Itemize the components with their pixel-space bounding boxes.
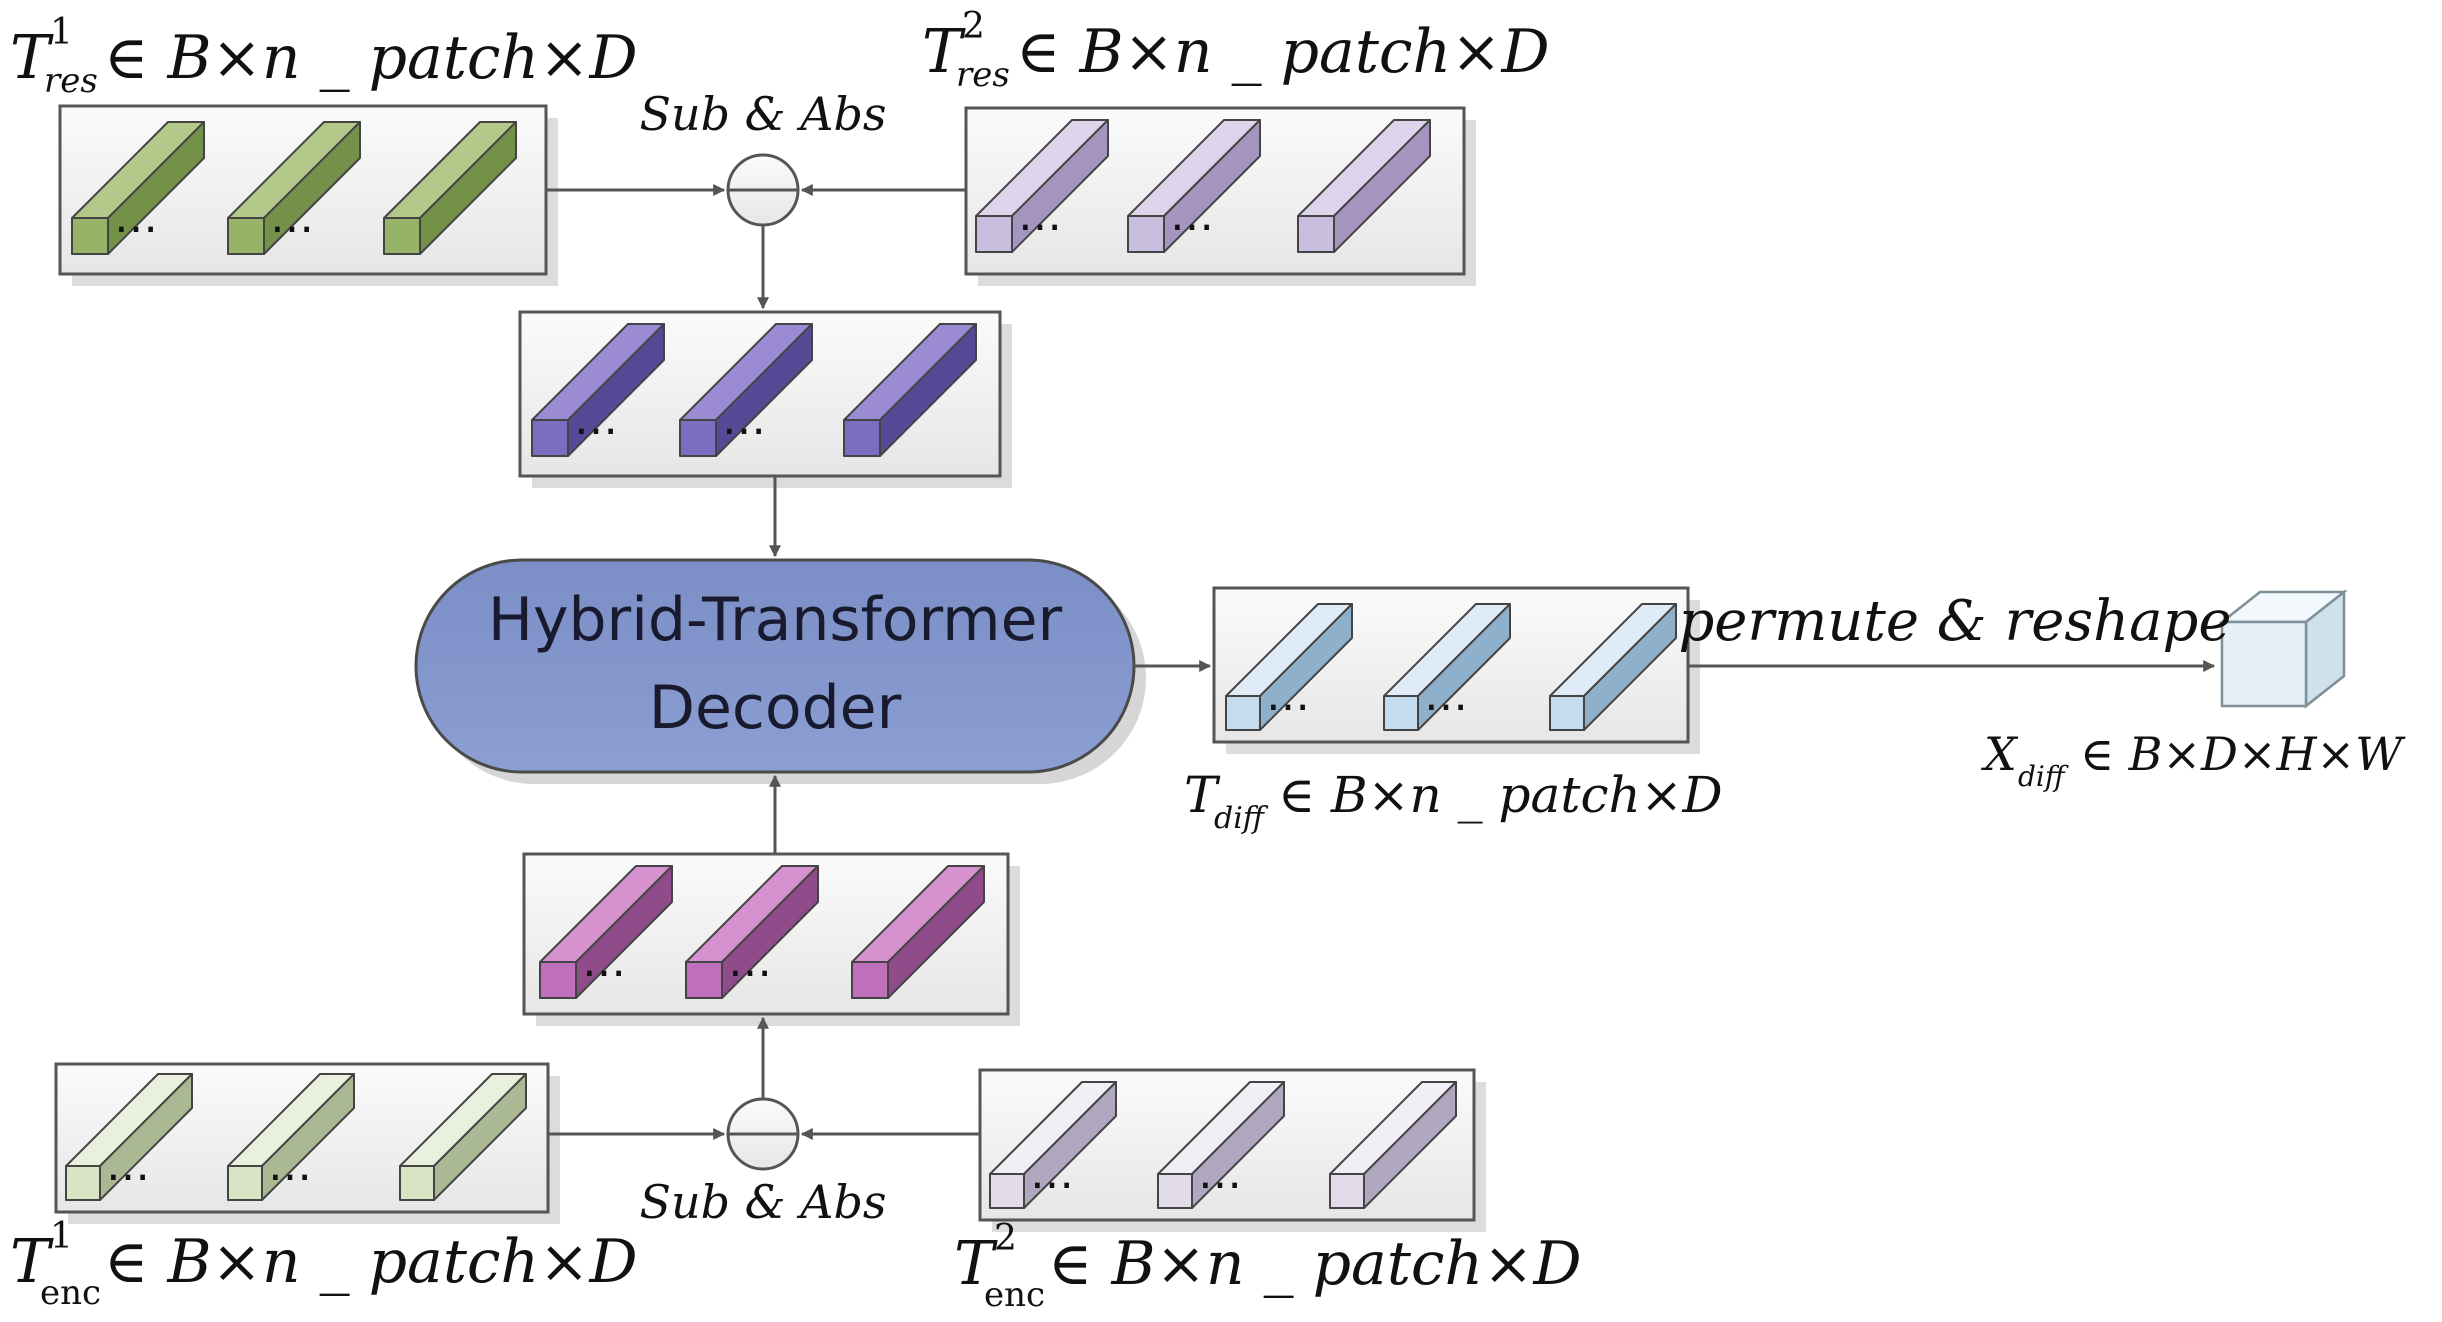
token-box-res1: …… <box>58 104 558 286</box>
x-diff-shape: ∈ B×D×H×W <box>2080 727 2406 781</box>
token-prism-front <box>383 217 421 255</box>
token-box-diff-input: …… <box>518 310 1012 488</box>
token-prism-front <box>1157 1173 1193 1209</box>
token-prism-front <box>539 961 577 999</box>
token-bars-res2: …… <box>975 119 1431 253</box>
token-prism-front <box>679 419 717 457</box>
ellipsis-dots: … <box>1266 670 1310 721</box>
token-prism-front <box>1329 1173 1365 1209</box>
token-prism-front <box>1225 695 1261 731</box>
token-prism-front <box>1383 695 1419 731</box>
token-prism-front <box>1127 215 1165 253</box>
t-res2-symbol: T <box>922 17 966 87</box>
ellipsis-dots: … <box>1170 190 1214 241</box>
decoder-title-line2: Decoder <box>649 673 902 743</box>
token-bars-enc-diff: …… <box>539 865 985 999</box>
token-box-enc-diff: …… <box>522 852 1020 1026</box>
ellipsis-dots: … <box>106 1140 150 1191</box>
t-res1-superscript: 1 <box>50 12 73 53</box>
t-diff-symbol: T <box>1184 766 1221 824</box>
ellipsis-dots: … <box>722 394 766 445</box>
t-enc1-shape: ∈ B×n _ patch×D <box>104 1227 638 1297</box>
x-diff-subscript: diff <box>2018 760 2069 793</box>
t-res1-subscript: res <box>44 61 98 101</box>
token-prism-front <box>399 1165 435 1201</box>
label-t-res1: T 1 res ∈ B×n _ patch×D <box>10 12 638 101</box>
token-prism-front <box>1297 215 1335 253</box>
token-bars-diff-output: …… <box>1225 603 1677 731</box>
t-diff-subscript: diff <box>1214 801 1269 836</box>
token-prism-front <box>843 419 881 457</box>
permute-reshape-label: permute & reshape <box>1678 589 2231 654</box>
token-prism-front <box>685 961 723 999</box>
token-prism-front <box>989 1173 1025 1209</box>
ellipsis-dots: … <box>574 394 618 445</box>
token-box-diff-output: …… <box>1212 586 1700 754</box>
ellipsis-dots: … <box>728 936 772 987</box>
token-bars-enc2: …… <box>989 1081 1457 1209</box>
token-prism-front <box>975 215 1013 253</box>
ellipsis-dots: … <box>1030 1148 1074 1199</box>
ellipsis-dots: … <box>268 1140 312 1191</box>
label-x-diff: X diff ∈ B×D×H×W <box>1981 727 2406 793</box>
token-bars-res1: …… <box>71 121 517 255</box>
sub-abs-label-bottom: Sub & Abs <box>639 1175 886 1229</box>
t-enc2-superscript: 2 <box>994 1218 1017 1259</box>
label-t-enc2: T 2 enc ∈ B×n _ patch×D <box>954 1218 1582 1315</box>
ellipsis-dots: … <box>1198 1148 1242 1199</box>
t-enc1-superscript: 1 <box>50 1216 73 1257</box>
token-prism-front <box>851 961 889 999</box>
t-enc1-subscript: enc <box>40 1273 101 1313</box>
token-box-res2: …… <box>964 106 1476 286</box>
t-enc2-shape: ∈ B×n _ patch×D <box>1048 1229 1582 1299</box>
t-diff-shape: ∈ B×n _ patch×D <box>1278 766 1723 824</box>
sub-abs-label-top: Sub & Abs <box>639 87 886 141</box>
label-t-res2: T 2 res ∈ B×n _ patch×D <box>922 6 1550 95</box>
t-res1-shape: ∈ B×n _ patch×D <box>104 23 638 93</box>
token-prism-front <box>227 1165 263 1201</box>
ellipsis-dots: … <box>1018 190 1062 241</box>
ellipsis-dots: … <box>114 192 158 243</box>
x-diff-symbol: X <box>1981 727 2019 781</box>
output-cube-icon <box>2218 589 2348 709</box>
ellipsis-dots: … <box>582 936 626 987</box>
token-prism-front <box>65 1165 101 1201</box>
t-res2-superscript: 2 <box>962 6 985 47</box>
t-enc2-symbol: T <box>954 1229 998 1299</box>
token-bars-diff-input: …… <box>531 323 977 457</box>
ellipsis-dots: … <box>1424 670 1468 721</box>
label-t-diff: T diff ∈ B×n _ patch×D <box>1184 766 1723 836</box>
decoder-title-line1: Hybrid-Transformer <box>488 585 1063 655</box>
sub-abs-operator-bottom <box>726 1097 800 1171</box>
token-bars-enc1: …… <box>65 1073 527 1201</box>
decoder-block: Hybrid-Transformer Decoder <box>414 558 1146 784</box>
t-res2-subscript: res <box>956 55 1010 95</box>
token-prism-front <box>71 217 109 255</box>
t-res2-shape: ∈ B×n _ patch×D <box>1016 17 1550 87</box>
token-box-enc1: …… <box>54 1062 560 1224</box>
token-prism-front <box>227 217 265 255</box>
t-res1-symbol: T <box>10 23 54 93</box>
token-box-enc2: …… <box>978 1068 1486 1232</box>
label-t-enc1: T 1 enc ∈ B×n _ patch×D <box>10 1216 638 1313</box>
t-enc1-symbol: T <box>10 1227 54 1297</box>
connectors <box>546 184 2216 1140</box>
token-prism-front <box>1549 695 1585 731</box>
t-enc2-subscript: enc <box>984 1275 1045 1315</box>
ellipsis-dots: … <box>270 192 314 243</box>
token-prism-front <box>531 419 569 457</box>
sub-abs-operator-top <box>726 153 800 227</box>
